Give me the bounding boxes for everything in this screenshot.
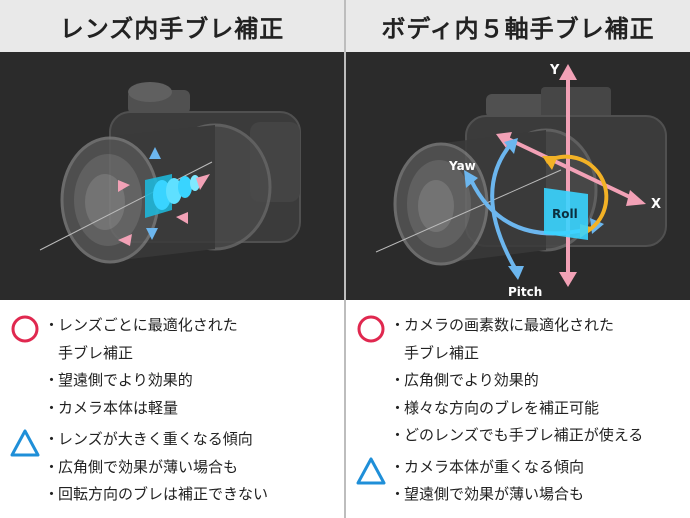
bullet: ・ <box>44 430 60 448</box>
list-item-text: カメラ本体は軽量 <box>58 398 179 417</box>
list-item-text: 広角側で効果が薄い場合も <box>58 457 239 476</box>
list-item-text: 手ブレ補正 <box>58 343 134 362</box>
roll-arrow <box>545 154 609 234</box>
right-pros: ・カメラの画素数に最適化された手ブレ補正・広角側でより効果的・様々な方向のブレを… <box>346 312 690 450</box>
optical-axis-line-right <box>375 169 562 253</box>
triangle-caution-icon <box>356 457 386 484</box>
bullet: ・ <box>44 457 60 476</box>
list-item: ・望遠側で効果が薄い場合も <box>390 481 690 509</box>
list-item-text: カメラ本体が重くなる傾向 <box>404 457 585 476</box>
right-cons: ・カメラ本体が重くなる傾向・望遠側で効果が薄い場合も <box>346 454 690 509</box>
right-heading: ボディ内５軸手ブレ補正 <box>346 0 690 52</box>
list-item-text: 様々な方向のブレを補正可能 <box>404 398 600 417</box>
list-item: 手ブレ補正 <box>44 340 344 368</box>
circle-good-icon <box>357 315 385 343</box>
list-item: ・カメラの画素数に最適化された <box>390 312 690 340</box>
list-item-text: 広角側でより効果的 <box>404 371 539 389</box>
list-item: ・レンズごとに最適化された <box>44 312 344 340</box>
list-item: ・カメラ本体が重くなる傾向 <box>390 454 690 482</box>
y-axis-label: Y <box>549 63 560 78</box>
bullet: ・ <box>390 398 406 417</box>
list-item-text: 回転方向のブレは補正できない <box>58 485 269 503</box>
lens-stabilization-illustration <box>0 52 344 300</box>
circle-good-icon <box>11 315 39 343</box>
bullet: ・ <box>44 371 60 389</box>
bullet: ・ <box>44 316 60 334</box>
yaw-label: Yaw <box>448 159 476 173</box>
left-feature-list: ・レンズごとに最適化された手ブレ補正・望遠側でより効果的・カメラ本体は軽量 ・レ… <box>0 300 344 509</box>
bullet: ・ <box>44 398 60 417</box>
list-item: ・広角側で効果が薄い場合も <box>44 454 344 482</box>
list-item: ・望遠側でより効果的 <box>44 367 344 395</box>
list-item: ・どのレンズでも手ブレ補正が使える <box>390 422 690 450</box>
bullet: ・ <box>44 485 60 503</box>
list-item-text: 望遠側でより効果的 <box>58 371 193 389</box>
left-heading: レンズ内手ブレ補正 <box>0 0 344 52</box>
left-pros: ・レンズごとに最適化された手ブレ補正・望遠側でより効果的・カメラ本体は軽量 <box>0 312 344 422</box>
column-divider <box>344 0 346 518</box>
list-item-text: レンズごとに最適化された <box>58 316 238 334</box>
bullet: ・ <box>390 426 406 444</box>
image-sensor <box>544 187 588 241</box>
bullet: ・ <box>390 457 406 476</box>
x-axis-arrow <box>496 132 646 206</box>
body-stabilization-column: ボディ内５軸手ブレ補正 <box>346 0 690 518</box>
list-item-text: 望遠側で効果が薄い場合も <box>404 485 585 503</box>
list-item: 手ブレ補正 <box>390 340 690 368</box>
list-item: ・広角側でより効果的 <box>390 367 690 395</box>
stabilizer-lens-group <box>145 174 200 218</box>
list-item-text: レンズが大きく重くなる傾向 <box>58 430 253 448</box>
triangle-caution-icon <box>10 429 40 457</box>
bullet: ・ <box>390 485 406 503</box>
list-item-text: どのレンズでも手ブレ補正が使える <box>404 426 644 444</box>
right-feature-list: ・カメラの画素数に最適化された手ブレ補正・広角側でより効果的・様々な方向のブレを… <box>346 300 690 509</box>
list-item: ・回転方向のブレは補正できない <box>44 481 344 509</box>
lens-camera-diagram <box>39 82 301 264</box>
shift-arrows <box>118 147 210 246</box>
left-cons: ・レンズが大きく重くなる傾向・広角側で効果が薄い場合も・回転方向のブレは補正でき… <box>0 426 344 509</box>
list-item-text: カメラの画素数に最適化された <box>404 316 615 334</box>
body-stabilization-illustration: Y X Yaw Pitch <box>346 52 690 300</box>
list-item: ・レンズが大きく重くなる傾向 <box>44 426 344 454</box>
body-camera-diagram: Y X Yaw Pitch <box>375 63 667 299</box>
pitch-arrow <box>490 142 518 271</box>
bullet: ・ <box>390 371 406 389</box>
pitch-label: Pitch <box>508 285 542 299</box>
y-axis-arrow <box>559 64 577 287</box>
roll-label: Roll <box>552 207 578 221</box>
list-item: ・様々な方向のブレを補正可能 <box>390 395 690 423</box>
lens-stabilization-column: レンズ内手ブレ補正 <box>0 0 344 518</box>
list-item-text: 手ブレ補正 <box>404 343 480 362</box>
x-axis-label: X <box>651 197 661 212</box>
bullet: ・ <box>390 316 406 334</box>
list-item: ・カメラ本体は軽量 <box>44 395 344 423</box>
